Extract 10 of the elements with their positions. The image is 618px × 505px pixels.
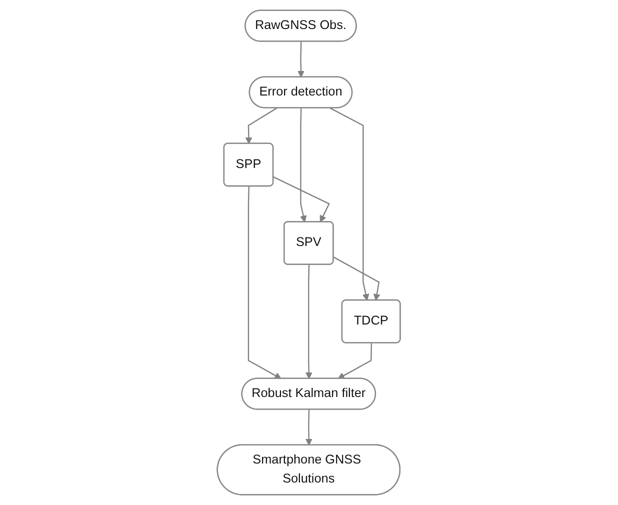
arrow — [300, 108, 307, 222]
arrow — [334, 256, 381, 301]
arrow — [246, 108, 278, 144]
arrow — [330, 108, 370, 301]
arrow — [248, 186, 282, 380]
arrow — [338, 343, 372, 380]
arrow — [306, 410, 313, 446]
arrow — [306, 264, 313, 380]
arrow — [298, 42, 305, 78]
arrow — [273, 176, 330, 222]
